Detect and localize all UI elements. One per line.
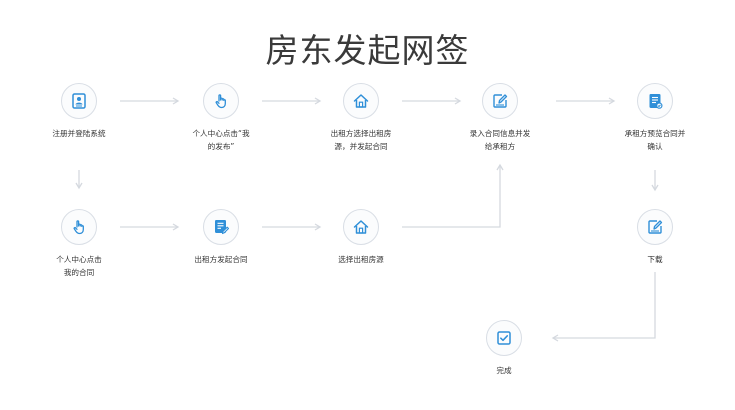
step-lessor-initiate: 出租方发起合同 bbox=[161, 209, 281, 267]
step-label: 完成 bbox=[496, 366, 512, 375]
step-lessee-confirm: 承租方预览合同并 确认 bbox=[595, 83, 715, 153]
step-choose-house: 选择出租房源 bbox=[301, 209, 421, 267]
house-icon bbox=[353, 220, 369, 234]
step-label: 注册并登陆系统 bbox=[52, 129, 106, 138]
step-download: 下载 bbox=[595, 209, 715, 267]
contract-icon bbox=[215, 220, 230, 235]
step-label: 个人中心点击“我 的发布” bbox=[192, 129, 250, 151]
step-personal-center-contract: 个人中心点击 我的合同 bbox=[19, 209, 139, 279]
house-icon bbox=[353, 94, 369, 108]
tap-hand-icon bbox=[215, 94, 226, 109]
diagram-title: 房东发起网签 bbox=[265, 31, 470, 70]
step-personal-center-mine: 个人中心点击“我 的发布” bbox=[161, 83, 281, 153]
step-complete: 完成 bbox=[444, 320, 564, 378]
step-label: 下载 bbox=[647, 255, 663, 264]
step-enter-info: 录入合同信息并发 给承租方 bbox=[440, 83, 560, 153]
tap-hand-icon bbox=[73, 220, 84, 235]
document-icon bbox=[649, 94, 663, 109]
edit-icon bbox=[493, 94, 508, 108]
edit-icon bbox=[648, 220, 663, 234]
step-register: 注册并登陆系统 bbox=[19, 83, 139, 141]
step-label: 个人中心点击 我的合同 bbox=[56, 255, 102, 277]
step-label: 承租方预览合同并 确认 bbox=[624, 129, 686, 151]
checkbox-icon bbox=[497, 331, 511, 345]
step-label: 选择出租房源 bbox=[338, 255, 384, 264]
arrow-download-to-complete bbox=[551, 272, 656, 342]
arrow-choose-house-to-enter-info bbox=[402, 163, 504, 228]
step-label: 录入合同信息并发 给承租方 bbox=[469, 129, 531, 151]
step-label: 出租方发起合同 bbox=[194, 255, 248, 264]
step-lessor-choose-house: 出租方选择出租房 源，并发起合同 bbox=[301, 83, 421, 153]
step-label: 出租方选择出租房 源，并发起合同 bbox=[330, 129, 392, 151]
id-card-icon bbox=[72, 93, 86, 109]
